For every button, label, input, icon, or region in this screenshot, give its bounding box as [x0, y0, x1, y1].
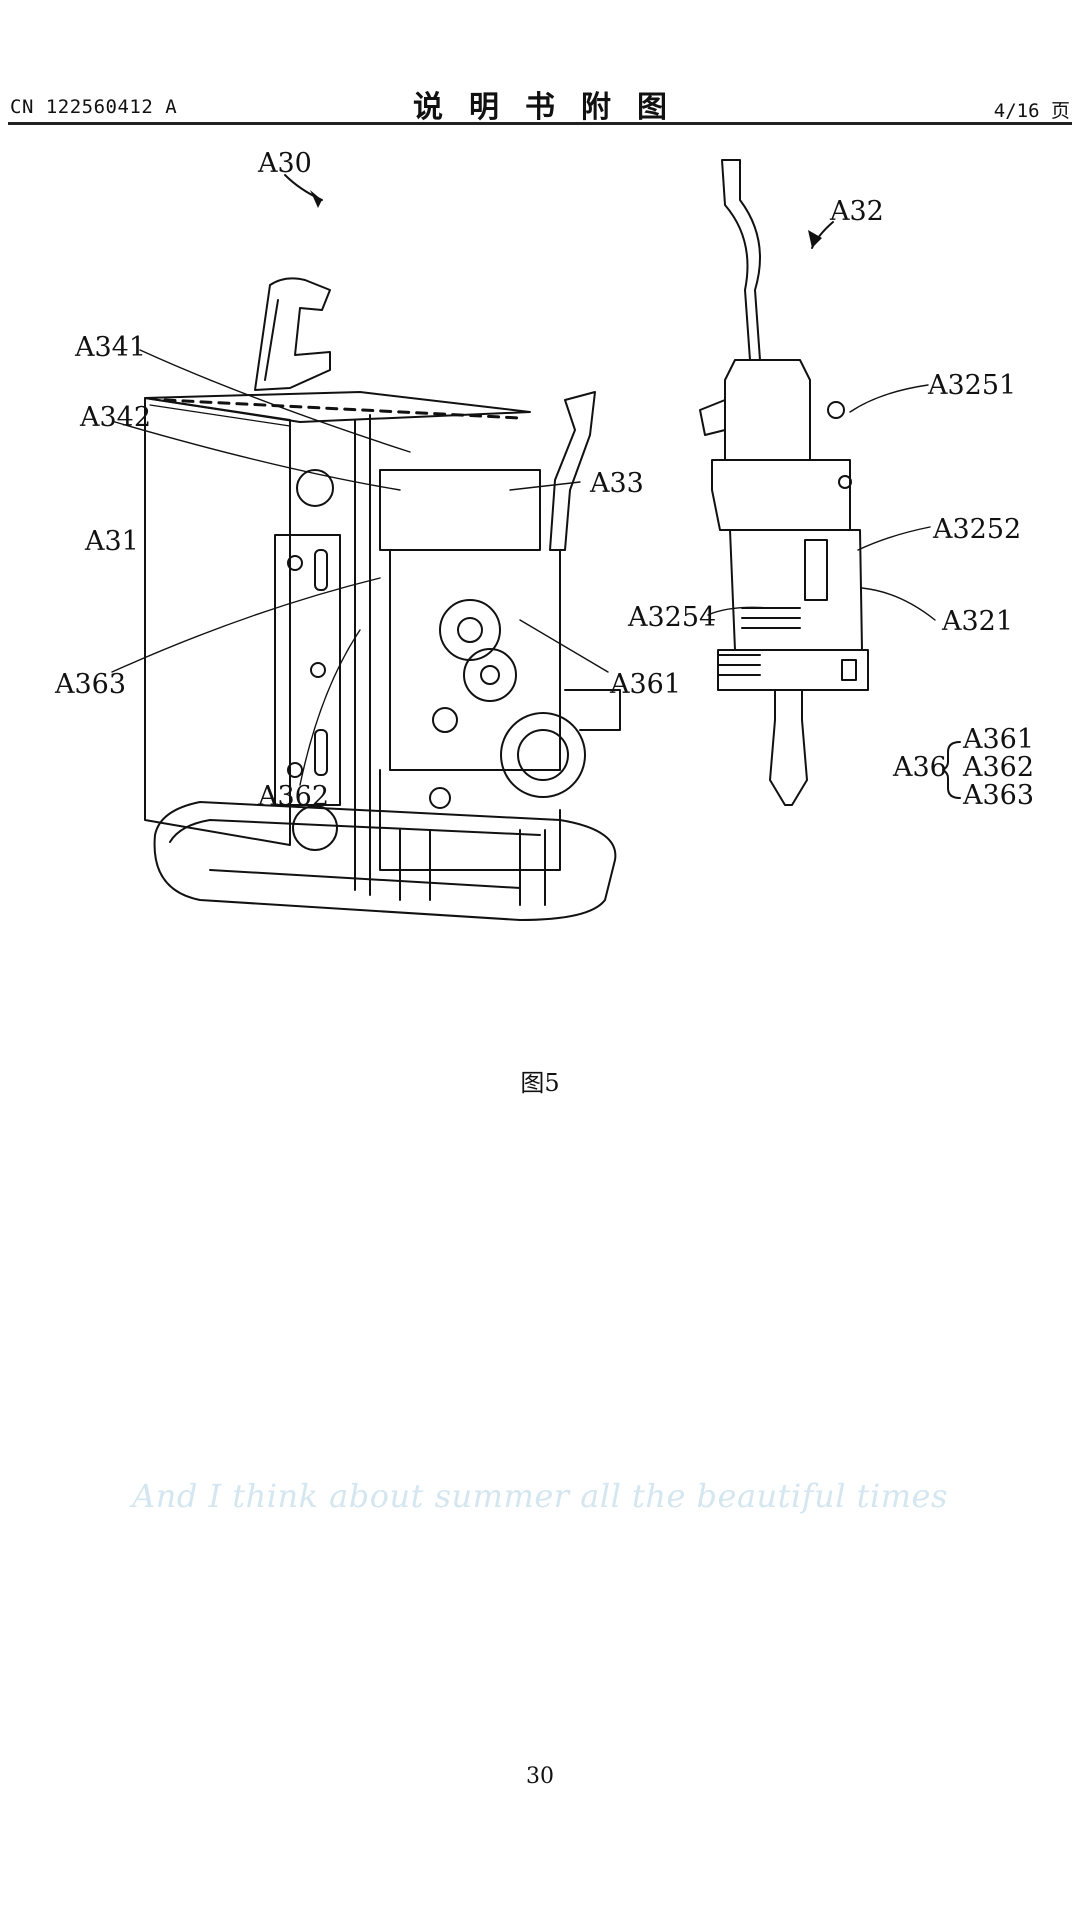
page-number: 30 — [526, 1764, 554, 1789]
heater-fins — [717, 654, 761, 676]
leader-a321 — [861, 587, 936, 621]
lower-posts — [399, 829, 546, 906]
label-a363-group: A363 — [962, 780, 1034, 811]
arrowhead-a32 — [808, 230, 822, 248]
label-a36: A36 — [892, 752, 947, 783]
label-a342: A342 — [79, 402, 151, 433]
fan-bracket — [564, 689, 621, 731]
leader-a3254 — [707, 606, 771, 616]
handle-edge — [264, 299, 279, 381]
gear-2 — [463, 648, 517, 702]
left-panel-shape — [144, 397, 291, 846]
group-brace — [942, 741, 961, 799]
leader-a362 — [299, 629, 361, 786]
screw-2 — [310, 662, 326, 678]
leader-a363 — [111, 577, 381, 673]
label-a30: A30 — [257, 148, 312, 179]
section-title: 说明书附图 — [413, 90, 693, 125]
heater-block — [717, 649, 869, 691]
handle-shape — [254, 277, 331, 391]
head-body — [729, 529, 863, 651]
top-grille — [163, 398, 522, 420]
gear-3 — [432, 707, 458, 733]
leader-a3252 — [857, 526, 931, 551]
leader-a361 — [519, 619, 609, 673]
head-window — [804, 539, 828, 601]
header-rule — [8, 122, 1072, 125]
leader-a341 — [139, 349, 411, 453]
lyric-overlay-text: And I think about summer all the beautif… — [132, 1477, 948, 1515]
page-of-total: 4/16 页 — [993, 100, 1070, 122]
side-plate-shape — [274, 534, 341, 806]
head-top-block — [724, 359, 811, 461]
heatsink-fins-upper — [741, 607, 801, 629]
head-mid-block — [711, 459, 851, 531]
round-boss-top — [296, 469, 334, 507]
filament-tube-shape — [721, 159, 761, 361]
label-a361-group: A361 — [962, 724, 1034, 755]
top-panel-shape — [144, 391, 531, 423]
base-groove — [209, 869, 521, 889]
lower-screw — [429, 787, 451, 809]
arrowheads — [310, 190, 822, 248]
gear-2-hub — [480, 665, 500, 685]
label-a33: A33 — [589, 468, 644, 499]
mechanism-top-block — [379, 469, 541, 551]
slot-2 — [314, 729, 328, 776]
label-a362-group: A362 — [962, 752, 1034, 783]
gear-1 — [439, 599, 501, 661]
label-a31: A31 — [84, 526, 139, 557]
head-screw-2 — [838, 475, 852, 489]
patent-figure: A30 A32 A341 A342 A33 A31 A363 A361 A362… — [0, 130, 1080, 1030]
label-a341: A341 — [74, 332, 146, 363]
base-plate-shape — [153, 801, 617, 921]
figure-drawing: A30 A32 A341 A342 A33 A31 A363 A361 A362… — [54, 148, 1034, 921]
label-a361-left: A361 — [609, 669, 681, 700]
publication-number: CN 122560412 A — [10, 96, 178, 118]
round-boss-bottom — [292, 805, 338, 851]
arrowhead-a30 — [310, 190, 322, 208]
panel-edge — [149, 404, 291, 427]
leader-a342 — [114, 421, 401, 491]
label-a32: A32 — [829, 196, 884, 227]
frame-lines — [354, 414, 371, 896]
leader-a33 — [509, 481, 581, 491]
head-side-clip — [699, 399, 726, 436]
sensor-clip — [841, 659, 857, 681]
label-a321: A321 — [941, 606, 1013, 637]
gear-1-hub — [457, 617, 483, 643]
label-a3254: A3254 — [627, 602, 716, 633]
figure-caption: 图5 — [520, 1069, 560, 1097]
screw-3 — [287, 762, 303, 778]
lever-arm-shape — [549, 391, 596, 551]
fan-hub — [517, 729, 569, 781]
nozzle-shape — [769, 689, 808, 806]
page-header: CN 122560412 A 说明书附图 4/16 页 — [0, 82, 1080, 126]
mechanism-body — [389, 549, 561, 771]
slot-1 — [314, 549, 328, 591]
leader-a3251 — [849, 384, 929, 413]
label-a3252: A3252 — [932, 514, 1021, 545]
lower-block — [379, 769, 561, 871]
screw-1 — [287, 555, 303, 571]
label-a363-left: A363 — [54, 669, 126, 700]
head-screw-1 — [827, 401, 845, 419]
label-a362-left: A362 — [257, 781, 329, 812]
fan-shroud — [500, 712, 586, 798]
label-a3251: A3251 — [927, 370, 1016, 401]
